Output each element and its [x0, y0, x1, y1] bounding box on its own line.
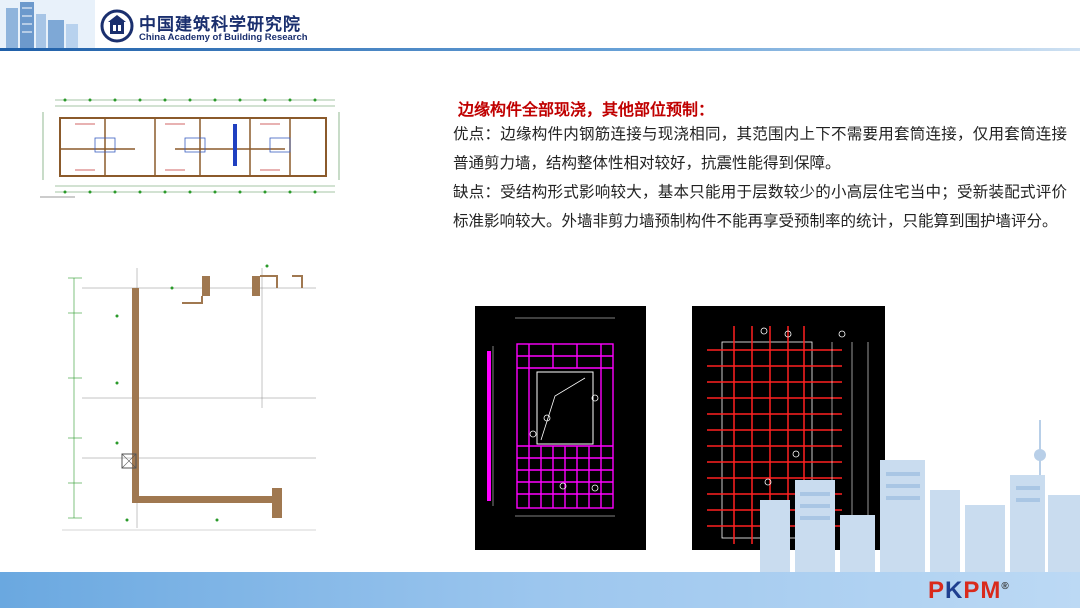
org-name-english: China Academy of Building Research: [139, 32, 308, 43]
header-divider: [0, 48, 1080, 51]
brand-letters-pm: PM: [963, 577, 1002, 604]
advantages-paragraph: 优点：边缘构件内钢筋连接与现浇相同，其范围内上下不需要用套筒连接，仅用套筒连接普…: [453, 125, 1067, 172]
city-skyline-graphic: [760, 420, 1080, 580]
rebar-detail-drawing-window: [475, 306, 646, 550]
registered-mark: ®: [1001, 581, 1010, 592]
header: 中国建筑科学研究院 China Academy of Building Rese…: [0, 0, 1080, 52]
brand-letter-p: P: [928, 577, 946, 604]
disadvantages-paragraph: 缺点：受结构形式影响较大，基本只能用于层数较少的小高层住宅当中；受新装配式评价标…: [453, 183, 1067, 230]
org-name-chinese: 中国建筑科学研究院: [139, 15, 301, 35]
section-heading: 边缘构件全部现浇，其他部位预制：: [458, 100, 715, 119]
floor-plan-detail: [62, 258, 316, 536]
pkpm-brand-logo: PKPM®: [928, 577, 1010, 605]
brand-letter-k: K: [945, 577, 964, 604]
footer-band: [0, 572, 1080, 608]
header-skyline-graphic: [0, 0, 95, 50]
floor-plan-overview: [35, 94, 347, 202]
academy-logo-icon: [100, 9, 134, 43]
